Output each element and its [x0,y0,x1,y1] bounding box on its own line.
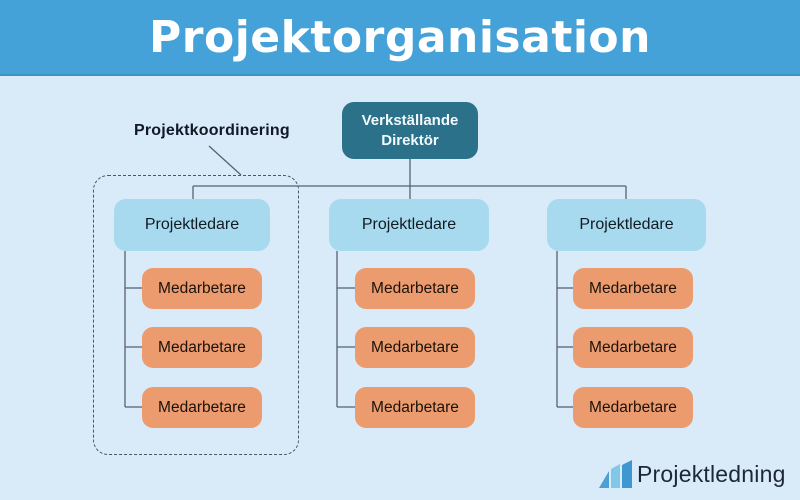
leader-node: Projektledare [329,199,489,251]
growth-bars-icon [599,460,632,488]
coordination-label: Projektkoordinering [134,122,290,139]
member-node: Medarbetare [573,268,693,309]
brand-name: Projektledning [637,461,786,487]
member-node: Medarbetare [142,387,262,428]
growth-bar-medium [611,464,620,488]
leader-node: Projektledare [547,199,706,251]
header-banner: Projektorganisation [0,0,800,76]
leader-node: Projektledare [114,199,270,251]
member-node: Medarbetare [355,268,475,309]
member-node: Medarbetare [142,327,262,368]
growth-bar-large [622,460,632,488]
growth-bar-small [599,471,609,488]
coordination-group-outline [93,175,299,455]
label-pointer-line [208,145,242,176]
page-title: Projektorganisation [149,11,651,63]
ceo-node: Verkställande Direktör [342,102,478,159]
member-node: Medarbetare [142,268,262,309]
brand-logo: Projektledning [598,455,786,489]
member-node: Medarbetare [573,327,693,368]
member-node: Medarbetare [355,327,475,368]
member-node: Medarbetare [573,387,693,428]
member-node: Medarbetare [355,387,475,428]
